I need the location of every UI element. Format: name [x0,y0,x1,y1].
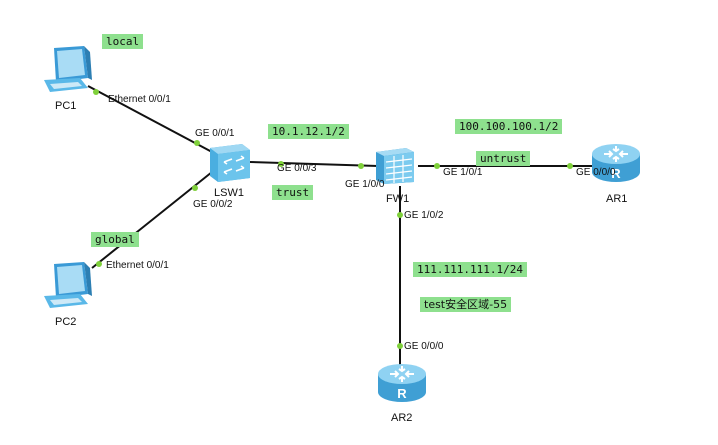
zone-tag-global: global [91,232,139,247]
pc-icon [44,262,92,308]
lsw1-device[interactable] [206,140,252,184]
zone-tag-local: local [102,34,144,49]
port-label-lsw1-g001: GE 0/0/1 [195,128,235,139]
pc2-device[interactable] [40,260,96,310]
svg-text:R: R [611,166,621,181]
pc2-label: PC2 [55,316,77,328]
port-dot-ar2-g000 [397,343,403,349]
fw1-label: FW1 [386,193,410,205]
link-pc1-lsw1[interactable] [87,85,213,153]
zone-tag-trust: trust [272,185,314,200]
pc-icon [44,46,92,92]
port-label-fw1-g100: GE 1/0/0 [345,179,385,190]
port-dot-fw1-g101 [434,163,440,169]
port-label-lsw1-g003: GE 0/0/3 [277,163,317,174]
ip-tag-test: 111.111.111.1/24 [413,262,527,277]
port-dot-lsw1-g001 [194,140,200,146]
port-label-fw1-g101: GE 1/0/1 [443,167,483,178]
port-dot-pc1 [93,89,99,95]
port-dot-lsw1-g003 [278,161,284,167]
port-dots [93,89,573,349]
port-label-pc1-eth: Ethernet 0/0/1 [108,94,171,105]
ar2-device[interactable]: R [376,360,428,406]
ip-tag-trust: 10.1.12.1/2 [268,124,349,139]
port-label-ar2-g000: GE 0/0/0 [404,341,444,352]
ar2-label: AR2 [391,412,413,424]
pc1-device[interactable] [40,44,96,94]
zone-tag-untrust: untrust [476,151,531,166]
router-icon: R [378,364,426,402]
port-label-lsw1-g002: GE 0/0/2 [193,199,233,210]
lsw1-label: LSW1 [214,187,244,199]
pc1-label: PC1 [55,100,77,112]
ar1-label: AR1 [606,193,628,205]
port-dot-fw1-g102 [397,212,403,218]
port-dot-pc2 [96,261,102,267]
link-lsw1-fw1[interactable] [249,161,379,167]
switch-icon [210,144,250,182]
ar1-device[interactable]: R [590,140,642,186]
svg-text:R: R [397,386,407,401]
port-dot-fw1-g100 [358,163,364,169]
port-label-pc2-eth: Ethernet 0/0/1 [106,260,169,271]
port-dot-lsw1-g002 [192,185,198,191]
port-dot-ar1-g000 [567,163,573,169]
fw1-device[interactable] [374,146,418,186]
router-icon: R [592,144,640,182]
port-label-fw1-g102: GE 1/0/2 [404,210,444,221]
zone-tag-test: test安全区域-55 [420,297,512,312]
port-label-ar1-g000: GE 0/0/0 [576,167,616,178]
ip-tag-untrust: 100.100.100.1/2 [455,119,563,134]
firewall-icon [376,148,414,184]
